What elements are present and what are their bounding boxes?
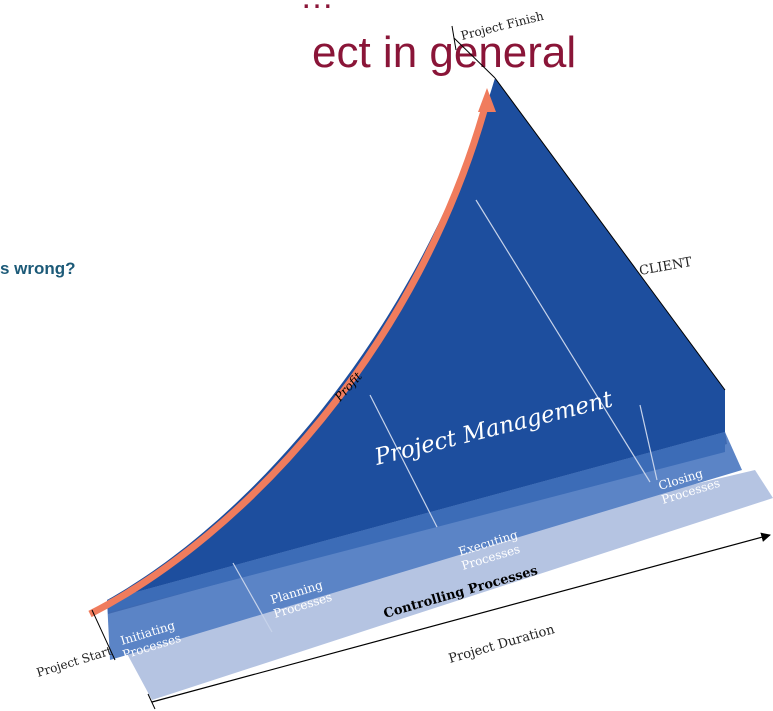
client-label: CLIENT [638,255,693,279]
partial-heading-top: … [300,0,334,17]
profit-arrow-head [478,88,496,112]
base-strip-light [110,470,773,700]
wedge-front-edge [107,432,725,612]
profit-arrow [88,99,491,618]
project-start-label: Project Start [35,644,114,680]
project-finish-label: Project Finish [459,9,545,43]
project-duration-label: Project Duration [447,622,557,667]
wedge-main-face [107,78,725,600]
slide-title: ect in general [312,28,577,77]
slide-question: s wrong? [0,259,76,278]
process-strip [107,432,742,660]
phase-dividers [232,199,658,633]
